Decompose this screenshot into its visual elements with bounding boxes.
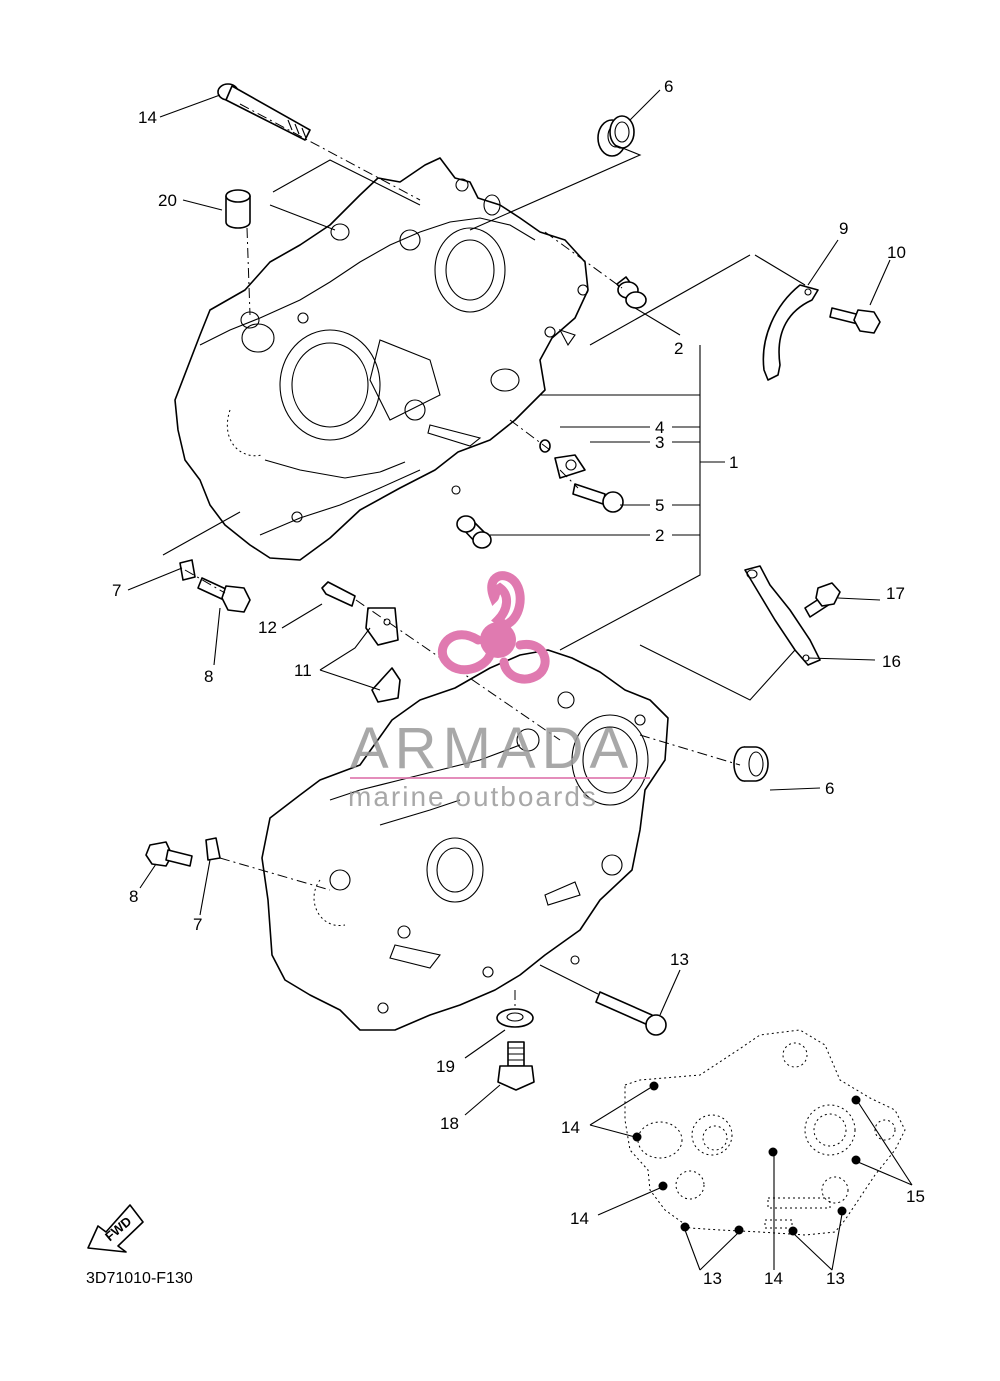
plate-11-lower — [371, 667, 401, 703]
upper-crankcase-half — [174, 157, 589, 561]
small-parts — [145, 83, 881, 1091]
bolt-10 — [829, 307, 881, 334]
callout-9: 9 — [839, 219, 848, 238]
callout-13: 13 — [826, 1269, 845, 1288]
clip-7-left — [205, 837, 221, 861]
bracket-16 — [744, 565, 821, 666]
callout-5: 5 — [655, 496, 664, 515]
callout-19: 19 — [436, 1057, 455, 1076]
diagram-code: 3D71010-F130 — [86, 1270, 193, 1287]
callout-2: 2 — [674, 339, 683, 358]
washer-19 — [496, 1008, 534, 1028]
armada-watermark: ARMADA marine outboards — [348, 571, 650, 812]
callout-8: 8 — [204, 667, 213, 686]
watermark-title: ARMADA — [350, 716, 634, 781]
watermark-subtitle: marine outboards — [348, 781, 598, 812]
bolt-17 — [804, 582, 841, 618]
bolt-location-diagram — [589, 1029, 913, 1271]
callout-14: 14 — [138, 108, 157, 127]
dowel-20 — [225, 189, 251, 229]
callout-6: 6 — [664, 77, 673, 96]
callout-leaders — [127, 89, 891, 1116]
callout-15: 15 — [906, 1187, 925, 1206]
callout-17: 17 — [886, 584, 905, 603]
fwd-arrow: FWD — [87, 1204, 144, 1253]
propeller-logo-icon — [437, 571, 550, 684]
fitting-3 — [554, 454, 586, 479]
bracket-9 — [762, 284, 819, 381]
callout-13: 13 — [670, 950, 689, 969]
clip-7-upper — [179, 559, 196, 581]
callout-18: 18 — [440, 1114, 459, 1133]
callout-3: 3 — [655, 433, 664, 452]
callout-14: 14 — [570, 1209, 589, 1228]
callout-16: 16 — [882, 652, 901, 671]
dowel-2-upper — [616, 276, 647, 309]
callout-12: 12 — [258, 618, 277, 637]
callout-7: 7 — [193, 915, 202, 934]
oil-seal-lower — [733, 746, 769, 782]
bolt-location-dots — [632, 1081, 861, 1236]
lower-crankcase-half — [261, 649, 669, 1031]
callout-6: 6 — [825, 779, 834, 798]
callout-1: 1 — [729, 453, 738, 472]
callout-10: 10 — [887, 243, 906, 262]
callout-20: 20 — [158, 191, 177, 210]
plate-11-upper — [365, 607, 399, 646]
callout-14: 14 — [764, 1269, 783, 1288]
callout-13: 13 — [703, 1269, 722, 1288]
dowel-2-lower — [456, 515, 492, 549]
callout-8: 8 — [129, 887, 138, 906]
screw-12 — [321, 581, 356, 607]
bolt-13 — [595, 991, 667, 1036]
callout-14: 14 — [561, 1118, 580, 1137]
callout-labels: 14 20 6 9 10 2 4 3 1 5 2 7 8 12 11 17 16… — [112, 77, 925, 1288]
bolt-8-left — [145, 841, 193, 867]
callout-4: 4 — [655, 418, 664, 437]
bolt-8-upper — [197, 577, 251, 613]
bolt-5 — [572, 483, 624, 513]
callout-7: 7 — [112, 581, 121, 600]
callout-2: 2 — [655, 526, 664, 545]
long-bolt-14 — [217, 83, 311, 141]
callout-11: 11 — [294, 661, 312, 680]
drain-plug-18 — [497, 1041, 535, 1091]
